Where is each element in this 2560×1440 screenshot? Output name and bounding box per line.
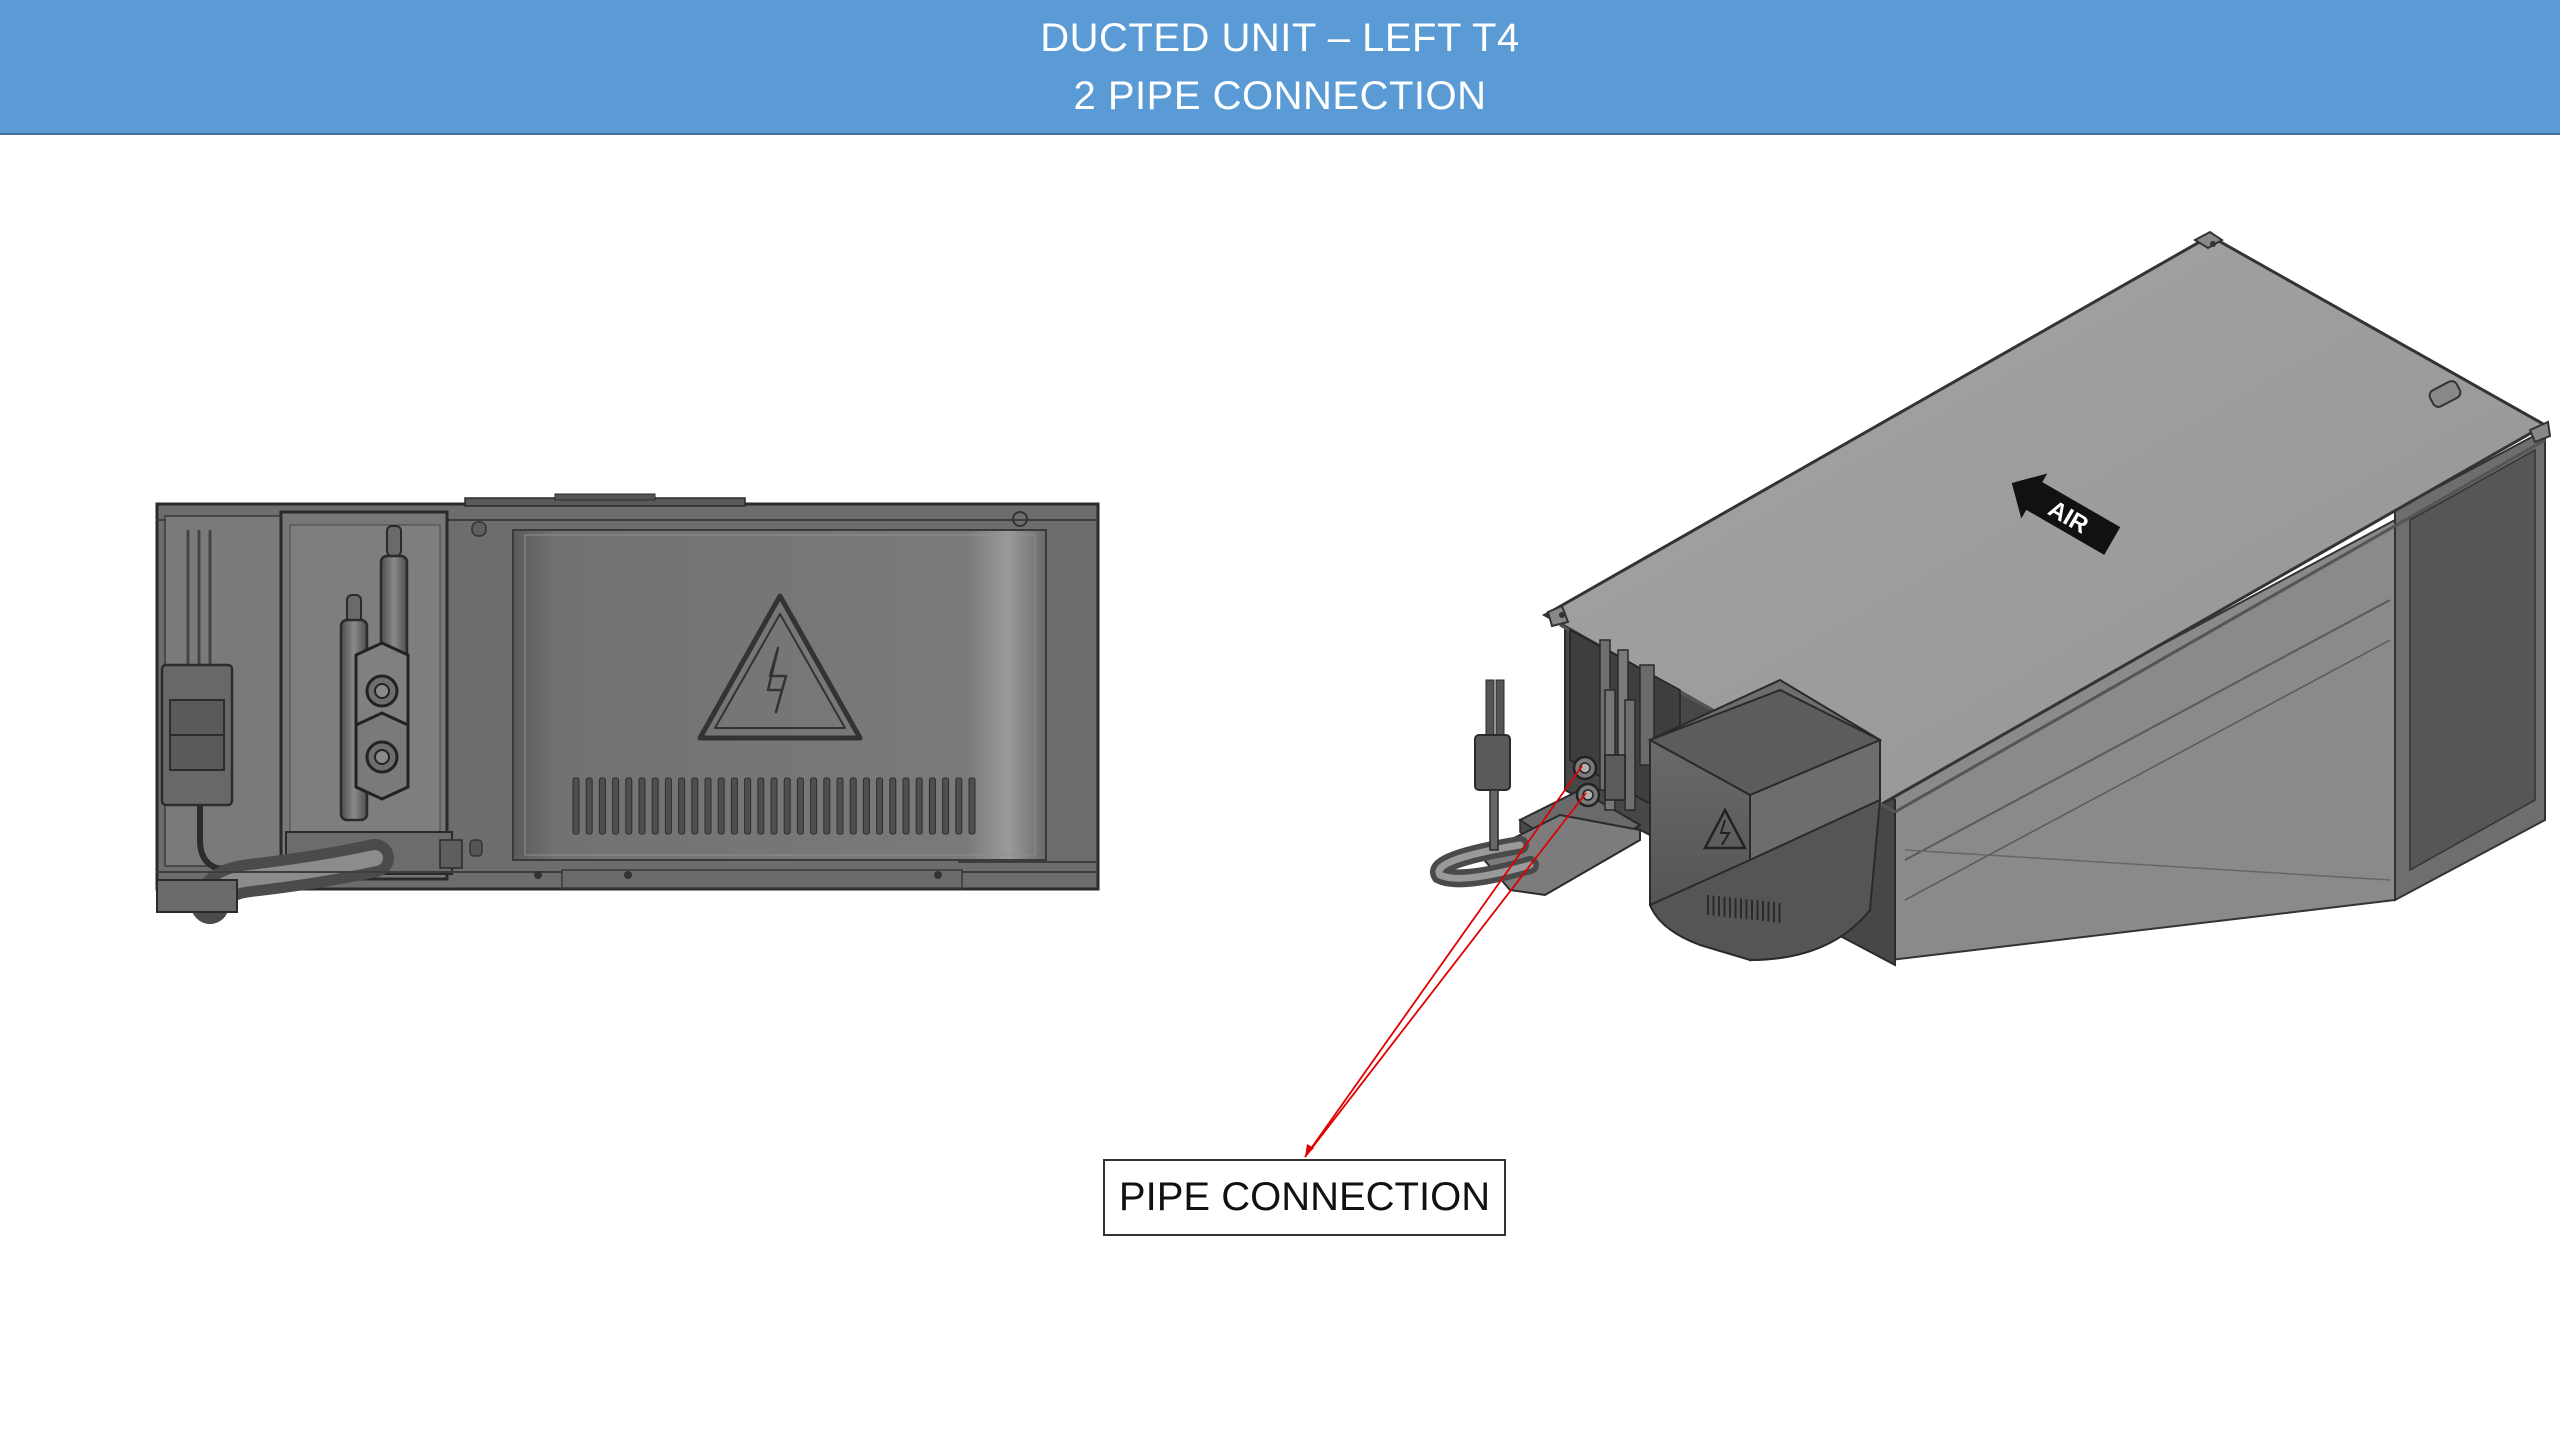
vent-slot	[810, 777, 818, 835]
vent-slot	[612, 777, 620, 835]
vent-slot	[796, 777, 804, 835]
vent-slot	[744, 777, 752, 835]
vent-slot	[849, 777, 857, 835]
title-banner: DUCTED UNIT – LEFT T4 2 PIPE CONNECTION	[0, 0, 2560, 135]
pipe-connection-callout: PIPE CONNECTION	[1103, 1159, 1506, 1236]
vent-slot	[889, 777, 897, 835]
vent-slot	[730, 777, 738, 835]
vent-slot	[902, 777, 910, 835]
title-line-2: 2 PIPE CONNECTION	[1073, 73, 1487, 118]
callout-leader-lines	[1304, 765, 1587, 1158]
front-electrical-hazard-icon	[697, 593, 863, 741]
front-vent-slots	[572, 777, 976, 835]
front-view-drawing	[155, 493, 1100, 924]
iso-vent-slots	[1707, 895, 1781, 923]
vent-slot	[942, 777, 950, 835]
vent-slot	[572, 777, 580, 835]
vent-slot	[678, 777, 686, 835]
vent-slot	[704, 777, 712, 835]
vent-slot	[770, 777, 778, 835]
vent-slot	[876, 777, 884, 835]
vent-slot	[757, 777, 765, 835]
vent-slot	[585, 777, 593, 835]
iso-electrical-hazard-icon	[1702, 807, 1748, 850]
vent-slot	[691, 777, 699, 835]
vent-slot	[598, 777, 606, 835]
isometric-view-drawing: AIR	[1430, 230, 2552, 967]
vent-slot	[915, 777, 923, 835]
vent-slot	[955, 777, 963, 835]
vent-slot	[783, 777, 791, 835]
vent-slot	[862, 777, 870, 835]
vent-slot	[651, 777, 659, 835]
vent-slot	[664, 777, 672, 835]
vent-slot	[823, 777, 831, 835]
vent-slot	[928, 777, 936, 835]
title-line-1: DUCTED UNIT – LEFT T4	[1040, 15, 1520, 60]
vent-slot	[836, 777, 844, 835]
vent-slot	[968, 777, 976, 835]
vent-slot	[625, 777, 633, 835]
vent-slot	[638, 777, 646, 835]
vent-slot	[717, 777, 725, 835]
